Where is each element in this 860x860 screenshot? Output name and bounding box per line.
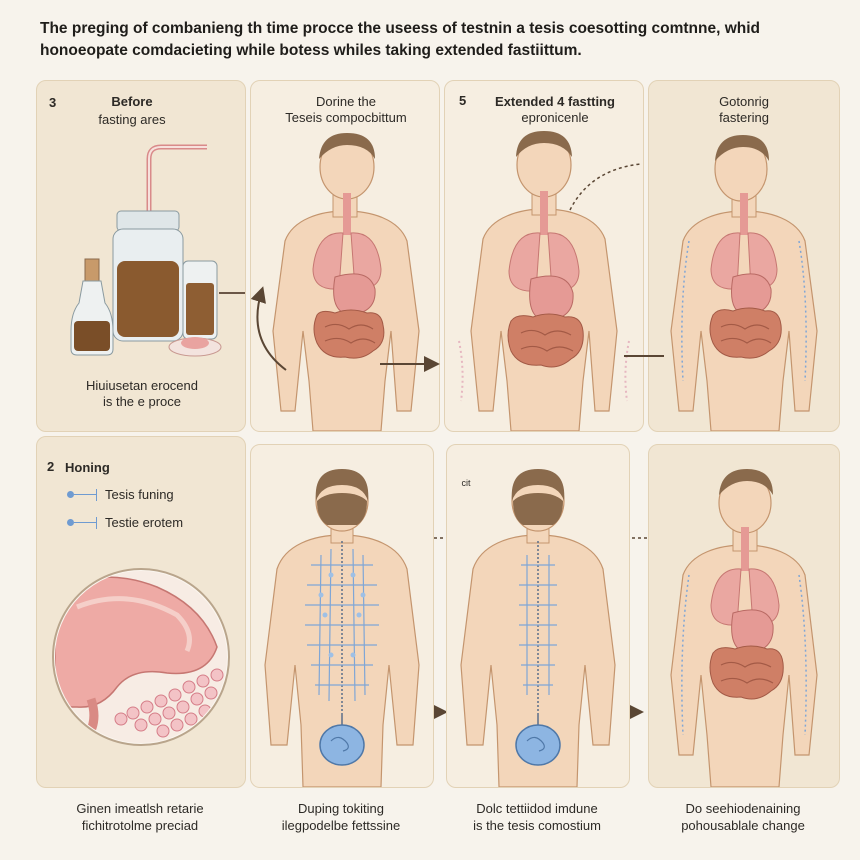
human-figure-icon [670, 135, 818, 431]
caption-line-2: pohousablale change [681, 818, 805, 833]
legend-label: Tesis funing [105, 487, 174, 502]
panel-caption-line-2: is the e proce [102, 394, 182, 409]
panel-subheading: epronicenle [521, 110, 589, 125]
human-figure-icon [670, 469, 818, 787]
panel-number: 3 [49, 95, 57, 110]
legend-marker [67, 516, 97, 529]
panel-back-view-1 [250, 444, 434, 788]
panel-heading: Dorine the [316, 94, 376, 109]
legend-item-1: Tesis funing [67, 487, 174, 502]
panel-number: 5 [459, 93, 467, 108]
panel-heading: Before [111, 94, 153, 109]
panel-extended-fasting: 5 Extended 4 fastting epronicenle [444, 80, 644, 432]
human-figure-icon [272, 133, 420, 431]
caption-line-1: Dolc tettiidod imdune [476, 801, 598, 816]
panel-subheading: fasting ares [98, 112, 166, 127]
caption-3: Dolc tettiidod imdune is the tesis comos… [446, 800, 628, 834]
caption-1: Ginen imeatlsh retarie fichitrotolme pre… [36, 800, 244, 834]
panel-heading: Honing [65, 460, 110, 475]
caption-line-2: is the tesis comostium [473, 818, 601, 833]
body-back-icon [460, 469, 616, 787]
panel-subheading: fastering [719, 110, 769, 125]
panel-back-view-2: cit [446, 444, 630, 788]
title-line-2: honoeopate comdacieting while botess whi… [40, 42, 582, 59]
panel-number: 2 [47, 459, 55, 474]
caption-line-2: ilegpodelbe fettssine [281, 818, 401, 833]
panel-during-fasting: Dorine the Teseis compocbittum [250, 80, 440, 432]
small-marker: cit [461, 478, 471, 488]
panel-subheading: Teseis compocbittum [285, 110, 407, 125]
caption-4: Do seehiodenaining pohousablale change [648, 800, 838, 834]
panel-front-view [648, 444, 840, 788]
caption-line-1: Ginen imeatlsh retarie [76, 801, 204, 816]
panel-heading: Gotonrig [719, 94, 769, 109]
caption-line-1: Do seehiodenaining [685, 801, 801, 816]
caption-line-2: fichitrotolme preciad [81, 818, 199, 833]
caption-2: Duping tokiting ilegpodelbe fettssine [250, 800, 432, 834]
panel-honing: 2 Honing Tesis funing Testie erotem [36, 436, 246, 788]
legend-item-2: Testie erotem [67, 515, 183, 530]
body-back-icon [264, 469, 420, 787]
panel-changing-fasting: Gotonrig fastering [648, 80, 840, 432]
panel-before-fasting: 3 Before fasting ares Hiuiusetan erocend… [36, 80, 246, 432]
legend-label: Testie erotem [105, 515, 184, 530]
diagram-title: The preging of combanieng th time procce… [40, 18, 830, 62]
caption-line-1: Duping tokiting [298, 801, 384, 816]
human-figure-icon [458, 131, 630, 431]
legend-marker [67, 488, 97, 501]
panel-heading: Extended 4 fastting [495, 94, 615, 109]
panel-caption-line-1: Hiuiusetan erocend [85, 378, 199, 393]
title-line-1: The preging of combanieng th time procce… [40, 20, 760, 37]
flask-icon [70, 144, 245, 357]
stomach-icon [52, 568, 230, 746]
